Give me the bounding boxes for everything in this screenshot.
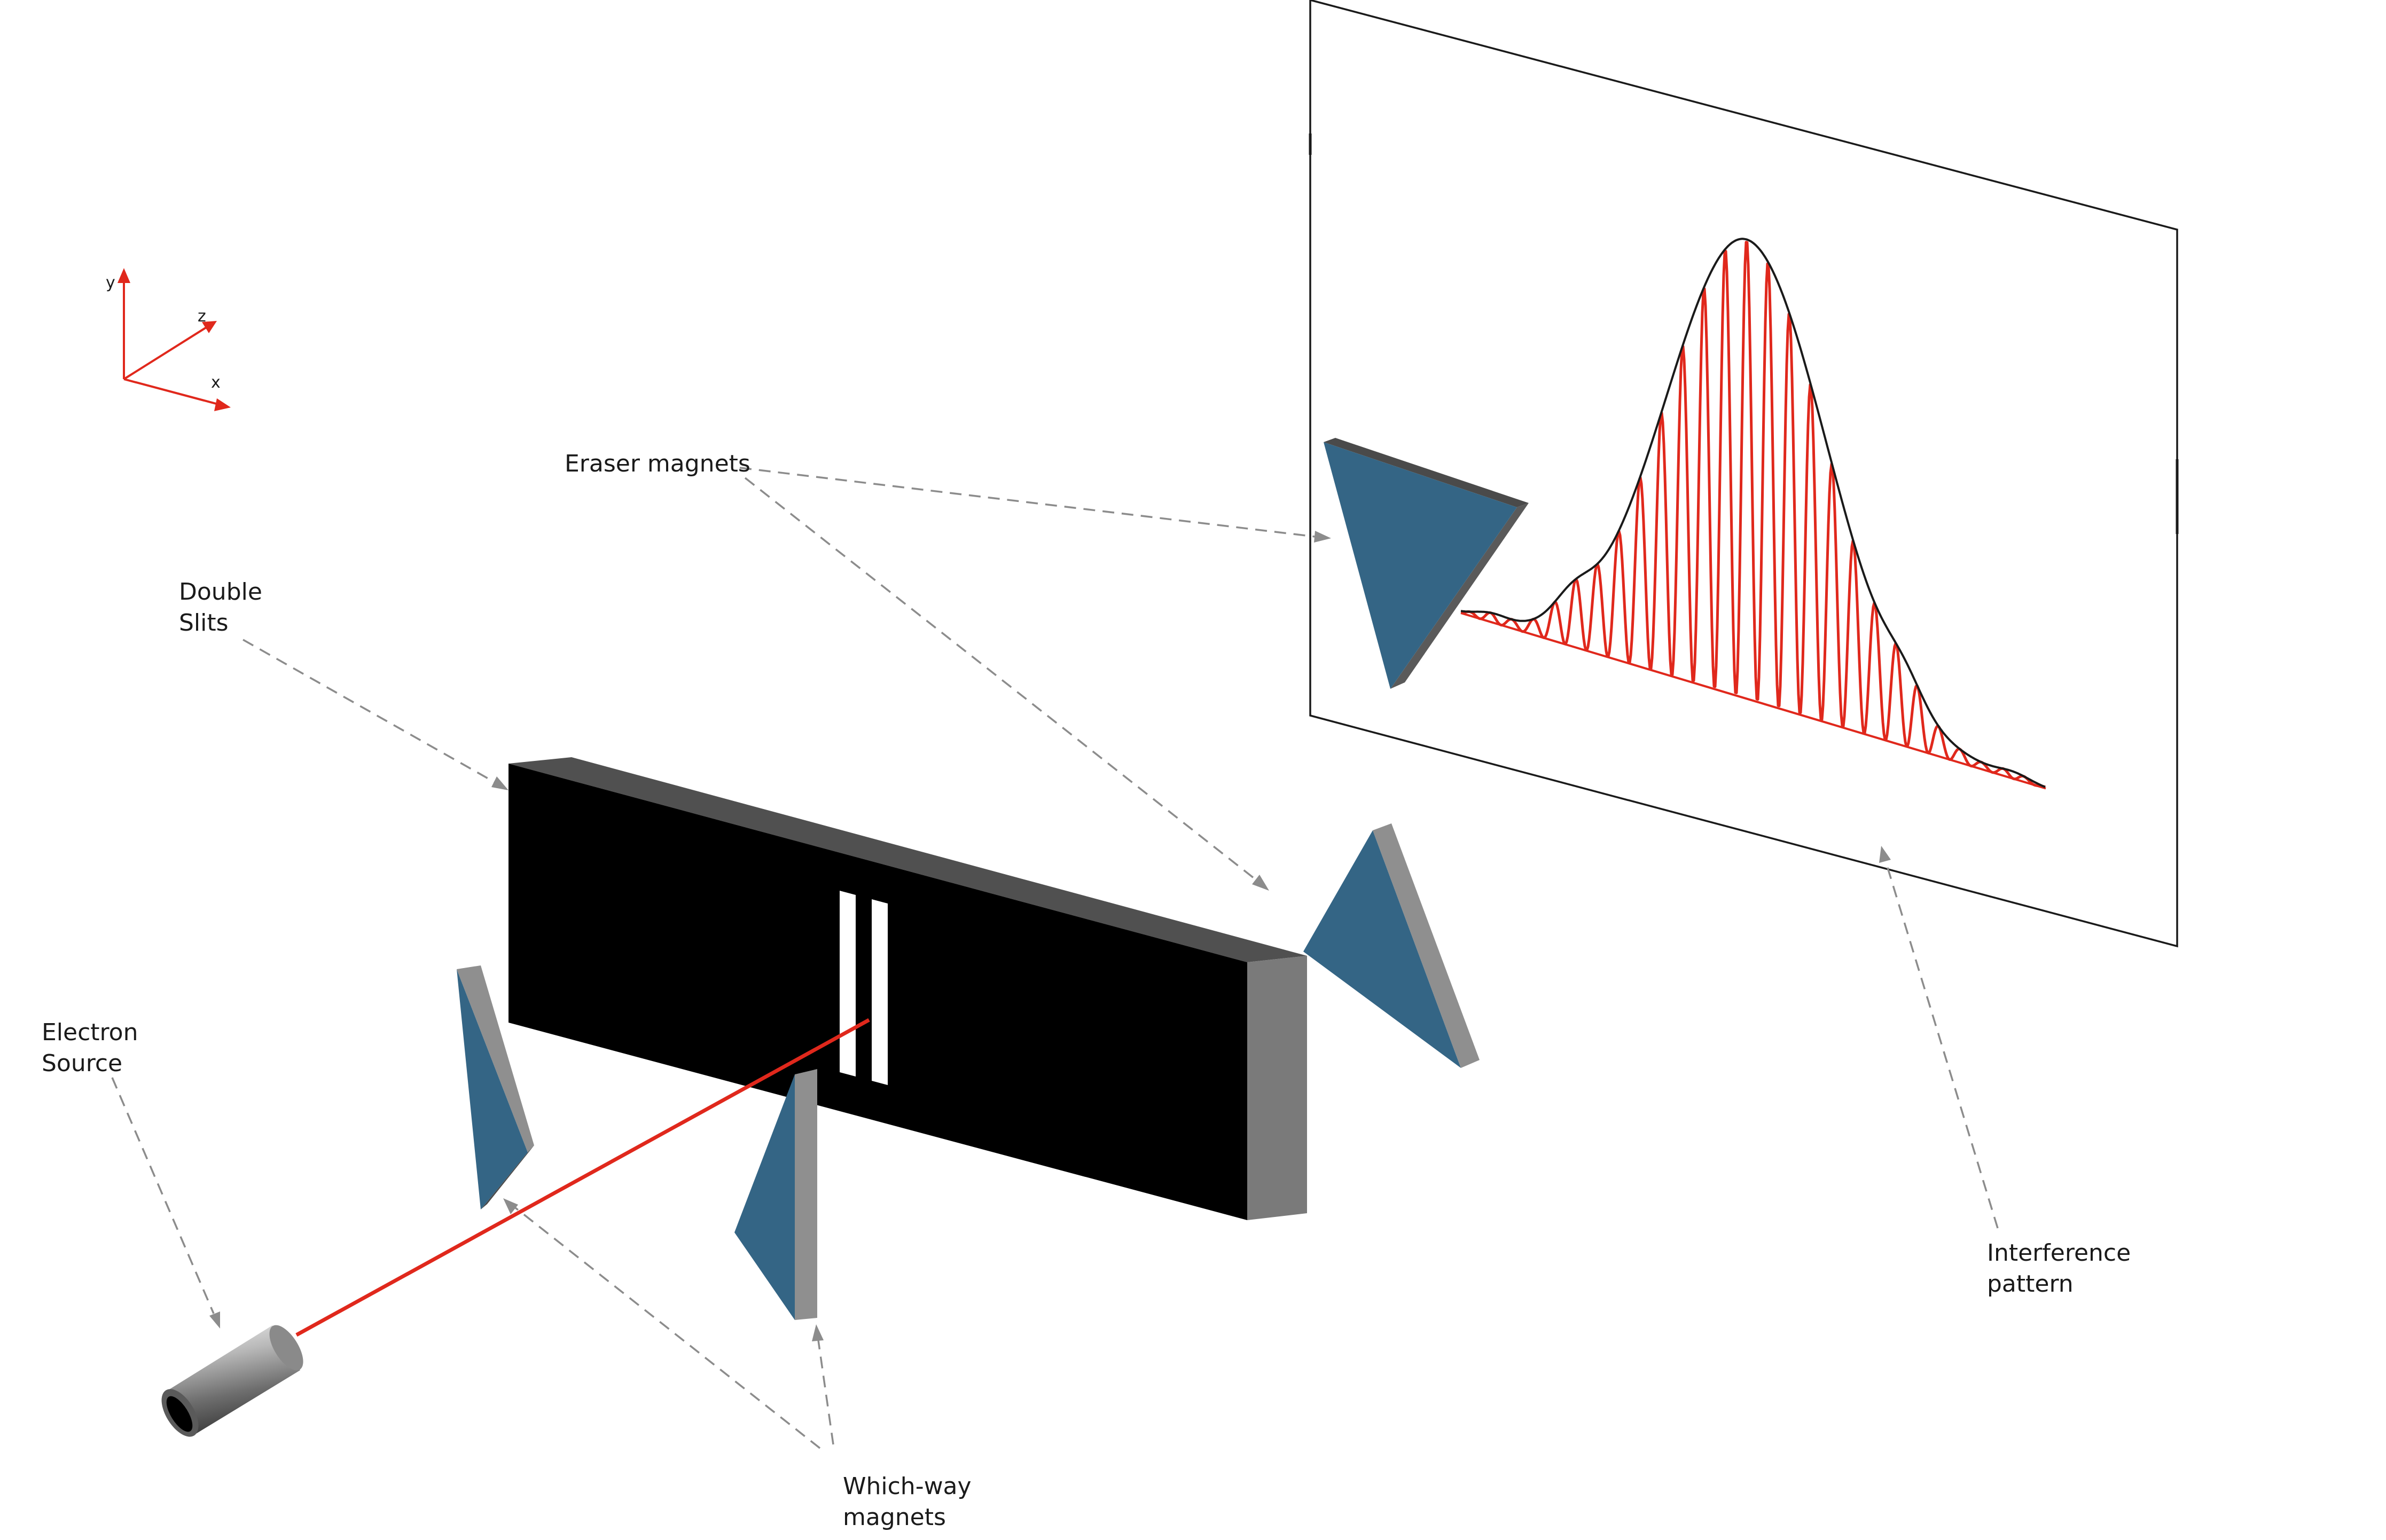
electron-source-body: [167, 1325, 300, 1435]
leader-which-way-to-left-arrowhead: [503, 1198, 518, 1214]
leader-eraser-to-upper: [739, 467, 1316, 538]
leader-which-way-to-center-arrowhead: [812, 1324, 824, 1341]
label-interference-pattern: Interference pattern: [1987, 1238, 2131, 1300]
leader-electron-source: [111, 1077, 215, 1314]
eraser-magnet-lower-side: [1373, 823, 1480, 1068]
label-which-way-magnets-line-1: Which-way: [843, 1473, 972, 1500]
eraser-magnet-upper-side: [1390, 503, 1529, 689]
axis-y-arrowhead: [118, 268, 130, 283]
interference-pattern: [1460, 238, 2046, 790]
eraser-magnet-upper-top-edge: [1324, 438, 1529, 507]
label-electron-source-line-2: Source: [42, 1050, 123, 1077]
electron-source-aperture: [166, 1396, 193, 1432]
label-which-way-magnets-line-2: magnets: [843, 1504, 946, 1531]
label-eraser-magnets: Eraser magnets: [565, 450, 750, 477]
axis-x-arrowhead: [214, 398, 231, 411]
eraser-magnet-lower: [1303, 823, 1480, 1068]
which-way-magnet-left-bottom: [481, 1145, 534, 1209]
label-double-slits-line-2: Slits: [179, 609, 229, 637]
eraser-magnet-lower-face: [1303, 830, 1461, 1068]
eraser-magnet-upper-face: [1324, 442, 1517, 689]
leader-which-way-to-left: [514, 1207, 821, 1449]
electron-beam: [295, 1018, 870, 1337]
label-interference-pattern-line-2: pattern: [1987, 1270, 2074, 1298]
slit-right: [872, 899, 888, 1085]
leader-double-slits: [242, 639, 496, 784]
leader-interference-pattern-arrowhead: [1879, 846, 1891, 863]
label-electron-source-line-1: Electron: [42, 1019, 138, 1046]
electron-source-back-cap: [269, 1325, 303, 1371]
which-way-magnet-center-face: [734, 1074, 795, 1320]
leader-eraser-to-upper-arrowhead: [1314, 531, 1331, 543]
barrier-top: [509, 757, 1307, 962]
label-electron-source: Electron Source: [42, 1017, 138, 1079]
electron-source: [161, 1325, 303, 1437]
label-which-way-magnets: Which-way magnets: [843, 1471, 972, 1533]
which-way-magnet-center-side: [795, 1069, 817, 1320]
coordinate-axes: [118, 268, 231, 411]
screen-frame: [1309, 0, 2178, 948]
detection-screen: [1309, 0, 2179, 948]
barrier-side: [1247, 956, 1307, 1220]
which-way-magnet-left-side: [457, 965, 534, 1152]
leader-electron-source-arrowhead: [209, 1311, 220, 1329]
axis-label-z: z: [198, 307, 206, 326]
leader-double-slits-arrowhead: [491, 776, 509, 790]
slit-left: [840, 891, 856, 1077]
axis-label-x: x: [211, 373, 221, 392]
interference-fringes: [1460, 241, 2046, 789]
leader-which-way-to-center: [817, 1340, 834, 1445]
leader-interference-pattern: [1884, 860, 1999, 1229]
eraser-magnet-upper: [1324, 438, 1529, 689]
leader-eraser-to-lower-arrowhead: [1252, 875, 1269, 891]
which-way-magnet-left-face: [457, 969, 528, 1209]
label-double-slits-line-1: Double: [179, 578, 262, 606]
label-interference-pattern-line-1: Interference: [1987, 1239, 2131, 1267]
axis-z-arrowhead: [202, 321, 217, 333]
axis-z-line: [123, 326, 208, 380]
which-way-magnet-center: [734, 1069, 817, 1320]
which-way-magnet-left: [457, 965, 534, 1209]
label-double-slits: Double Slits: [179, 577, 262, 639]
single-slit-envelope: [1460, 238, 2046, 788]
leader-lines: [111, 467, 1999, 1449]
axis-label-y: y: [106, 273, 115, 292]
axis-x-line: [123, 378, 221, 406]
leader-eraser-to-lower: [744, 477, 1257, 881]
